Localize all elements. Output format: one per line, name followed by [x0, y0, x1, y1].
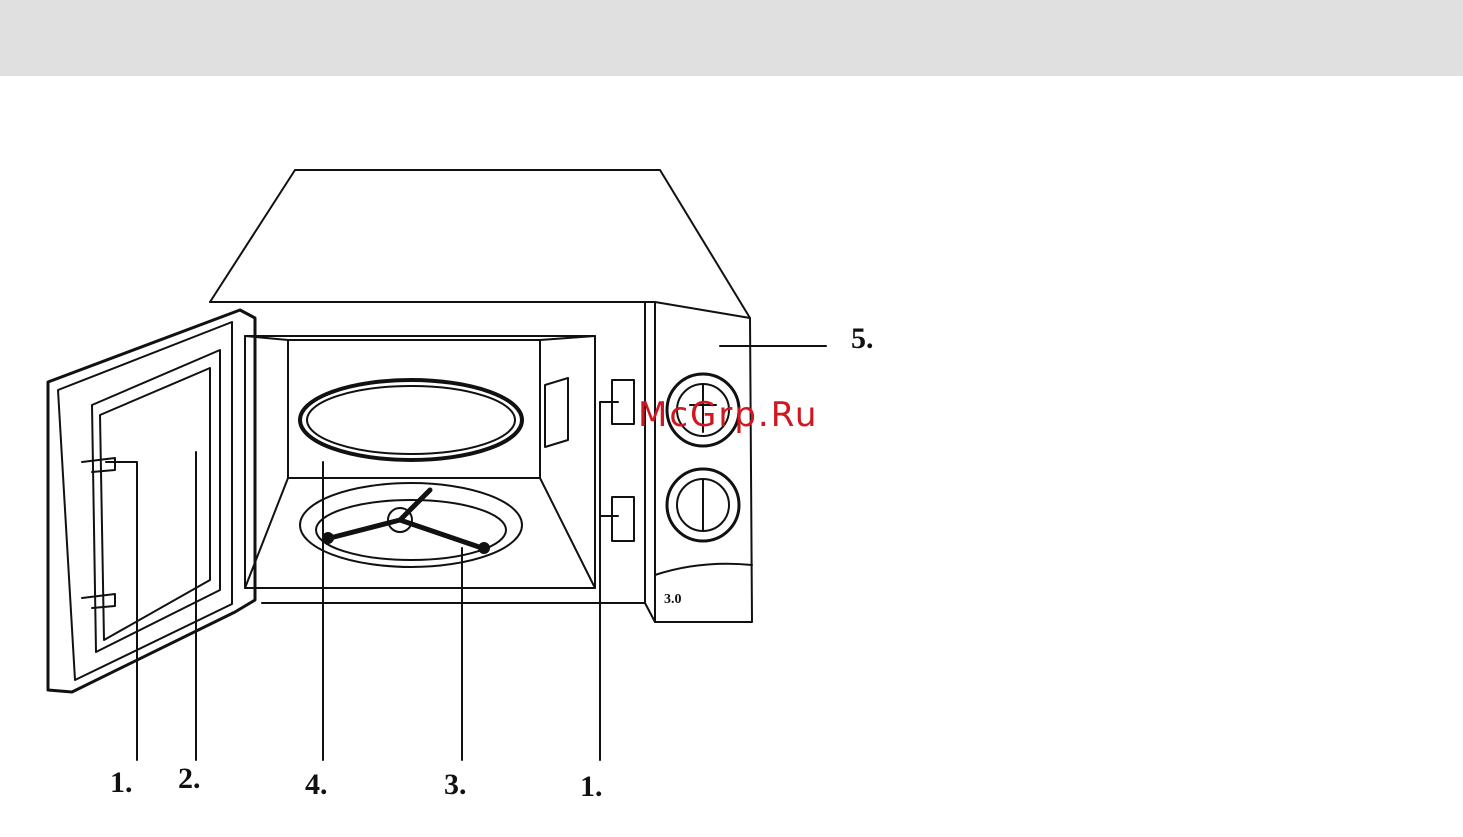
latch-slot-lower	[612, 497, 634, 541]
oven-top	[210, 170, 750, 318]
turntable-coupler	[330, 490, 482, 548]
cavity-back	[288, 340, 540, 478]
glass-tray	[300, 380, 522, 460]
leader-1-right	[600, 402, 618, 760]
label-control-panel: 5.	[851, 324, 874, 354]
oven-door	[48, 310, 255, 692]
label-turntable-coupler: 3.	[444, 770, 467, 800]
label-roller-ring: 4.	[305, 770, 328, 800]
label-door-latch-left: 1.	[110, 768, 133, 798]
label-door-latch-right: 1.	[580, 772, 603, 802]
wall-vent	[545, 378, 568, 447]
label-door-window: 2.	[178, 764, 201, 794]
cavity-opening	[245, 336, 595, 588]
leader-1-left	[106, 462, 137, 760]
panel-mark: 3.0	[664, 592, 682, 608]
door-hook-upper	[82, 458, 115, 472]
watermark: McGrp.Ru	[638, 398, 818, 432]
door-hook-lower	[82, 594, 115, 608]
